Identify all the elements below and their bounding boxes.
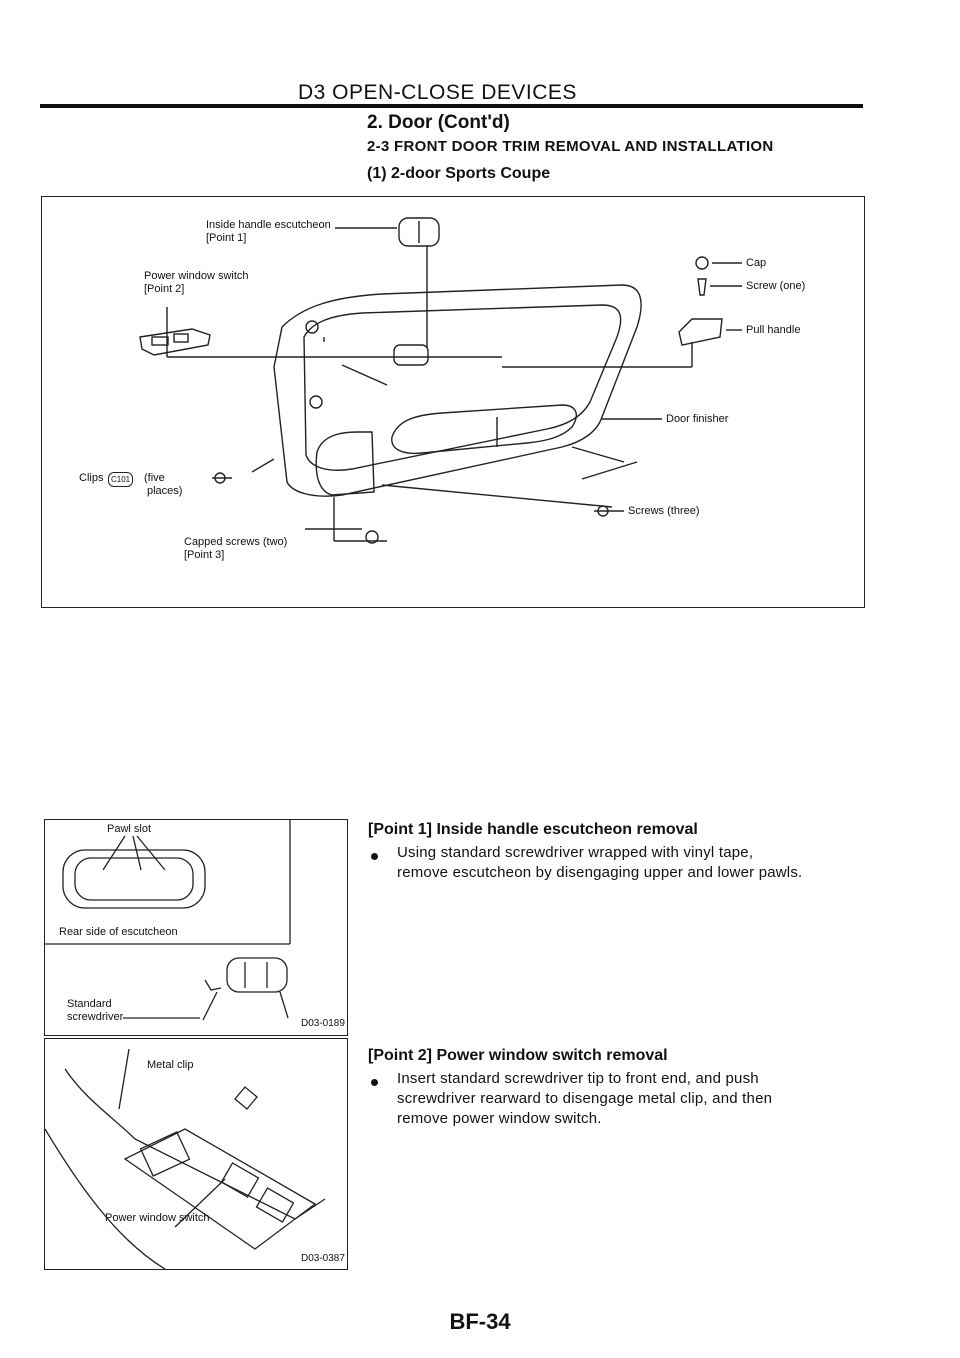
point2-line1: Insert standard screwdriver tip to front… <box>397 1070 759 1087</box>
label-power-switch-2: Power window switch <box>105 1212 210 1224</box>
label-clips-count: (five <box>144 472 165 484</box>
escutcheon-drawing <box>45 820 291 1021</box>
point1-line1: Using standard screwdriver wrapped with … <box>397 844 754 861</box>
label-inside-handle-point: [Point 1] <box>206 232 247 244</box>
point2-title: [Point 2] Power window switch removal <box>368 1047 668 1064</box>
label-screw-one: Screw (one) <box>746 280 806 292</box>
label-power-switch-point: [Point 2] <box>144 283 185 295</box>
label-capped-point: [Point 3] <box>184 549 225 561</box>
door-trim-figure: Inside handle escutcheon [Point 1] Power… <box>41 196 865 608</box>
section-title: D3 OPEN-CLOSE DEVICES <box>298 81 577 104</box>
point2-line2: screwdriver rearward to disengage metal … <box>397 1090 773 1107</box>
clip-code-badge: C101 <box>108 472 134 487</box>
label-clips-places: places) <box>147 485 183 497</box>
label-capped-screws: Capped screws (two) <box>184 536 288 548</box>
label-pull-handle: Pull handle <box>746 324 801 336</box>
label-metal-clip: Metal clip <box>147 1059 194 1071</box>
header-rule <box>40 104 863 108</box>
escutcheon-figure: Pawl slot Rear side of escutcheon Standa… <box>44 819 348 1036</box>
variant-title: (1) 2-door Sports Coupe <box>367 165 551 182</box>
page-number: BF-34 <box>449 1309 511 1334</box>
label-door-finisher: Door finisher <box>666 413 729 425</box>
label-screws-three: Screws (three) <box>628 505 700 517</box>
label-screwdriver: screwdriver <box>67 1011 124 1023</box>
switch-figure: Metal clip Power window switch D03-0387 <box>44 1038 348 1270</box>
bullet-dot <box>371 853 378 860</box>
door-trim-drawing <box>139 217 742 544</box>
label-pawl-slot: Pawl slot <box>107 823 152 835</box>
figure-code: D03-0189 <box>301 1018 345 1029</box>
label-inside-handle: Inside handle escutcheon <box>206 219 331 231</box>
label-power-switch: Power window switch <box>144 270 249 282</box>
label-standard: Standard <box>67 998 112 1010</box>
label-cap: Cap <box>746 257 767 269</box>
bullet-dot <box>371 1079 378 1086</box>
point1-title: [Point 1] Inside handle escutcheon remov… <box>368 821 698 838</box>
switch-drawing <box>45 1048 326 1269</box>
figure-code-2: D03-0387 <box>301 1253 345 1264</box>
subsection-title: 2. Door (Cont'd) <box>367 112 510 133</box>
point1-line2: remove escutcheon by disengaging upper a… <box>397 864 803 881</box>
procedure-title: 2-3 FRONT DOOR TRIM REMOVAL AND INSTALLA… <box>367 138 774 155</box>
point2-line3: remove power window switch. <box>397 1110 602 1127</box>
label-clips: Clips <box>79 472 104 484</box>
label-rear-side: Rear side of escutcheon <box>59 926 178 938</box>
